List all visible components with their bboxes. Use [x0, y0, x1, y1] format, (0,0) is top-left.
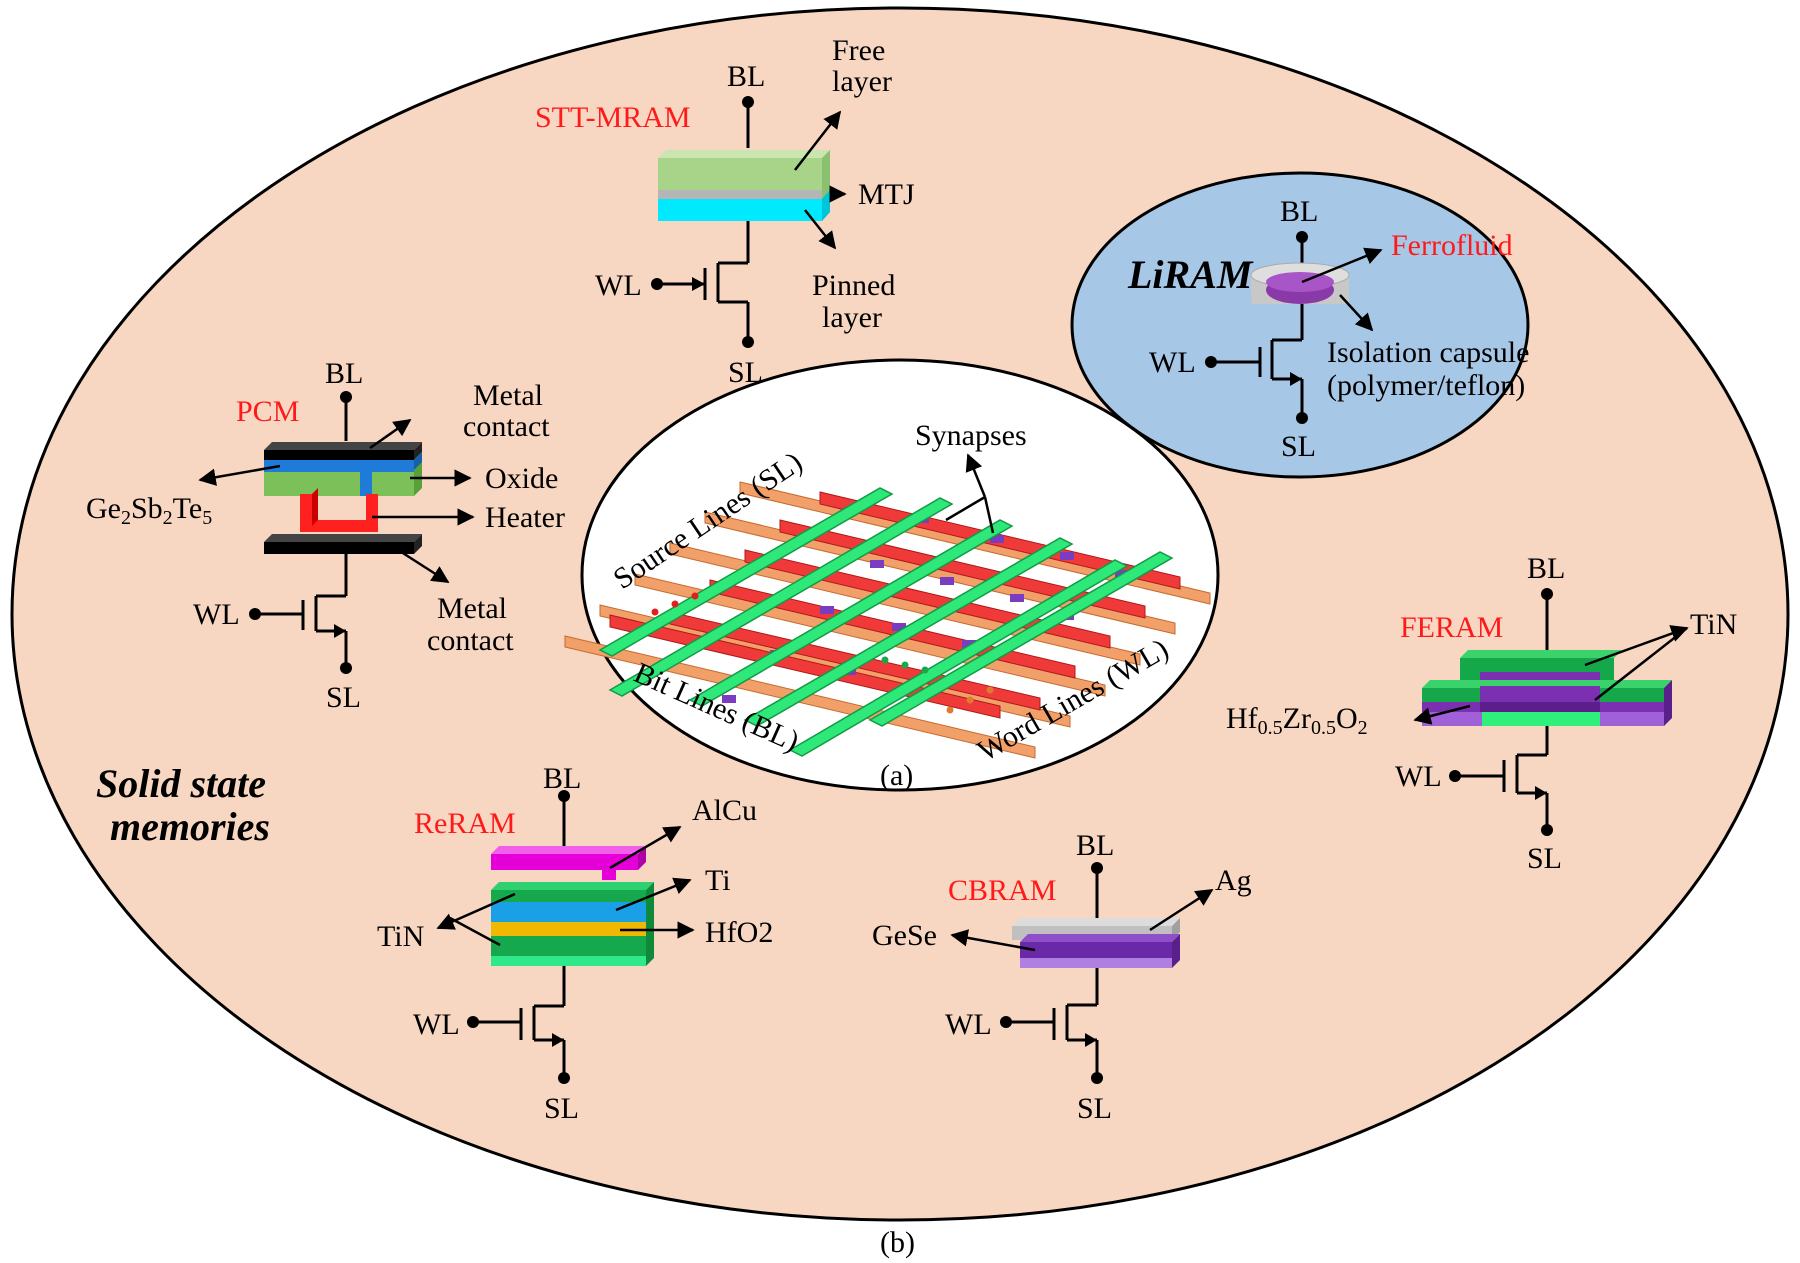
reram-wl: WL — [413, 1008, 460, 1041]
cbram-title: CBRAM — [948, 874, 1056, 907]
feram-cell — [1413, 588, 1689, 836]
cbram-gese: GeSe — [872, 919, 937, 952]
pcm-bottom-contact-1: Metal — [437, 592, 507, 625]
liram-wl: WL — [1149, 346, 1196, 379]
feram-sl: SL — [1527, 842, 1562, 875]
pcm-bl: BL — [325, 357, 363, 390]
feram-title: FERAM — [1400, 611, 1503, 644]
stt-mram-pinned-1: Pinned — [812, 269, 895, 302]
reram-hfo2: HfO2 — [705, 916, 773, 949]
liram-title: LiRAM — [1127, 252, 1254, 297]
stt-mram-bl: BL — [727, 60, 765, 93]
crossbar-caption: (a) — [880, 759, 913, 792]
source-lines-green — [598, 487, 1174, 757]
reram-alcu: AlCu — [692, 794, 757, 827]
cbram-ag: Ag — [1215, 864, 1252, 897]
pcm-wl: WL — [193, 598, 240, 631]
stt-mram-sl: SL — [728, 356, 763, 389]
liram-capsule-1: Isolation capsule — [1327, 336, 1529, 369]
reram-sl: SL — [544, 1092, 579, 1125]
pcm-oxide: Oxide — [485, 462, 558, 495]
stt-mram-title: STT-MRAM — [535, 101, 691, 134]
stt-mram-pinned-2: layer — [822, 301, 882, 334]
liram-capsule-2: (polymer/teflon) — [1327, 369, 1525, 402]
liram-ellipse — [1070, 171, 1530, 479]
crossbar-dots — [651, 592, 994, 714]
feram-tin: TiN — [1690, 608, 1737, 641]
liram-sl: SL — [1281, 430, 1316, 463]
feram-hzo-formula: Hf0.5Zr0.5O2 — [1226, 702, 1368, 739]
outer-caption: (b) — [880, 1226, 915, 1259]
pcm-bottom-contact-2: contact — [427, 624, 514, 657]
pcm-metal-contact-2: contact — [463, 410, 550, 443]
stt-mram-mtj: MTJ — [858, 178, 915, 211]
liram-bl: BL — [1280, 195, 1318, 228]
solid-state-title-2: memories — [110, 804, 270, 849]
crossbar-array — [564, 453, 1211, 759]
liram-cell — [1205, 231, 1383, 424]
reram-cell — [436, 790, 695, 1084]
cbram-wl: WL — [945, 1008, 992, 1041]
pcm-gst-formula: Ge2Sb2Te5 — [86, 492, 212, 529]
pcm-cell — [198, 391, 475, 674]
solid-state-title-1: Solid state — [96, 761, 266, 806]
cbram-cell — [950, 862, 1214, 1084]
reram-title: ReRAM — [414, 807, 516, 840]
pcm-title: PCM — [236, 395, 299, 428]
reram-bl: BL — [543, 762, 581, 795]
cbram-bl: BL — [1076, 829, 1114, 862]
stt-mram-cell — [651, 96, 847, 348]
pcm-metal-contact-1: Metal — [473, 379, 543, 412]
feram-wl: WL — [1395, 760, 1442, 793]
pcm-heater: Heater — [485, 501, 565, 534]
liram-ferrofluid: Ferrofluid — [1391, 229, 1513, 262]
stt-mram-wl: WL — [595, 269, 642, 302]
stt-mram-free-2: layer — [832, 65, 892, 98]
feram-bl: BL — [1527, 552, 1565, 585]
synapses-label: Synapses — [915, 419, 1027, 452]
reram-ti: Ti — [705, 864, 731, 897]
stt-mram-free-1: Free — [832, 34, 885, 67]
cbram-sl: SL — [1077, 1092, 1112, 1125]
pcm-sl: SL — [326, 681, 361, 714]
reram-tin: TiN — [377, 920, 424, 953]
